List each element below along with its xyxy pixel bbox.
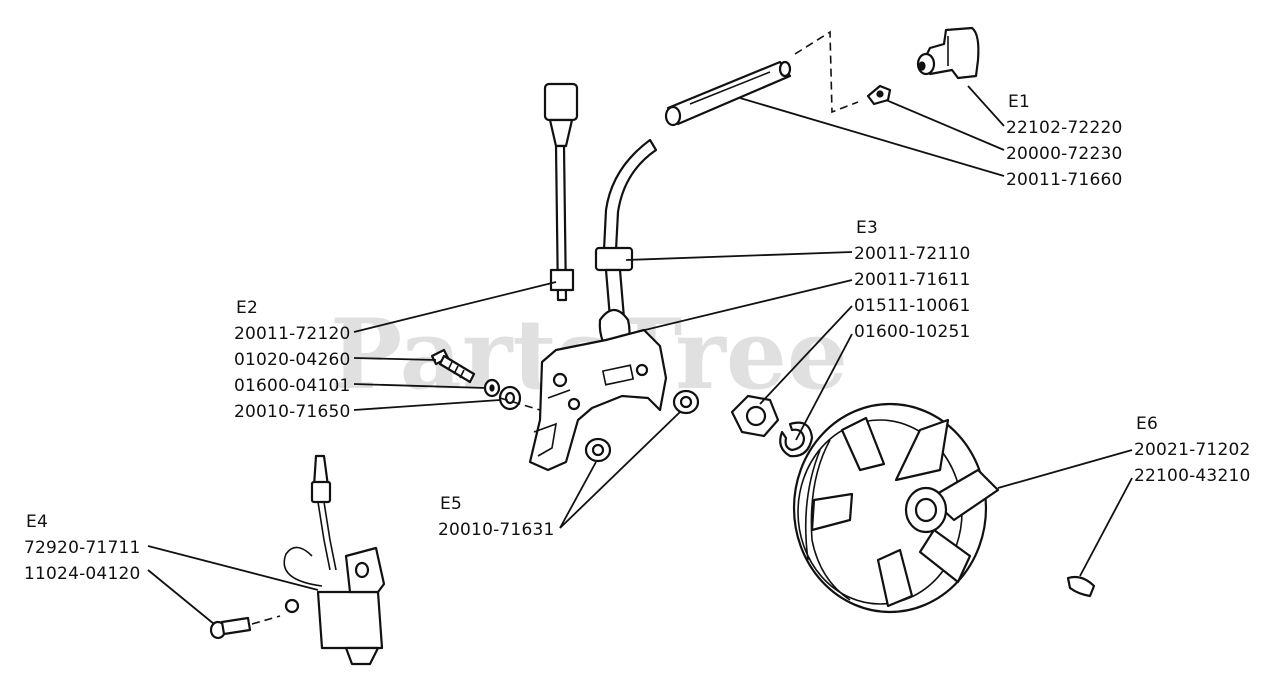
part-number-label: 20011-71611 <box>854 270 971 290</box>
spacer-washer-right <box>672 389 700 415</box>
part-number-label: 20010-71631 <box>438 520 555 540</box>
part-number-label: 01511-10061 <box>854 296 971 316</box>
group-label-e5: E5 <box>440 494 462 514</box>
part-number-label: 20000-72230 <box>1006 144 1123 164</box>
part-number-label: 22100-43210 <box>1134 466 1251 486</box>
part-number-label: 11024-04120 <box>24 564 141 584</box>
flat-washer <box>498 385 522 411</box>
part-number-label: 20011-72110 <box>854 244 971 264</box>
group-label-e4: E4 <box>26 512 48 532</box>
lock-washer <box>483 378 501 398</box>
ignition-module-body <box>528 328 668 472</box>
part-number-label: 01600-04101 <box>234 376 351 396</box>
spacer-washer-left <box>584 437 612 463</box>
group-label-e1: E1 <box>1008 92 1030 112</box>
coil-screw <box>209 615 281 640</box>
part-number-label: 22102-72220 <box>1006 118 1123 138</box>
ignition-cable <box>543 82 579 302</box>
part-number-label: 20010-71650 <box>234 402 351 422</box>
part-number-label: 72920-71711 <box>24 538 141 558</box>
group-label-e2: E2 <box>236 298 258 318</box>
part-number-label: 01020-04260 <box>234 350 351 370</box>
flywheel-nut <box>730 394 780 438</box>
leader-lines <box>147 85 1133 625</box>
mounting-screw <box>430 348 476 384</box>
flywheel-lock-washer <box>779 421 814 458</box>
assembly-guide-line <box>794 30 859 114</box>
flywheel <box>792 402 1000 614</box>
ignition-coil <box>283 454 386 666</box>
group-label-e6: E6 <box>1136 414 1158 434</box>
spark-plug-cap <box>916 26 980 80</box>
part-number-label: 20011-71660 <box>1006 170 1123 190</box>
part-number-label: 01600-10251 <box>854 322 971 342</box>
ignition-wire-sleeve <box>664 60 792 127</box>
fuel-tube <box>594 138 658 360</box>
woodruff-key <box>1066 575 1096 598</box>
terminal-clip <box>866 84 892 106</box>
part-number-label: 20021-71202 <box>1134 440 1251 460</box>
group-label-e3: E3 <box>856 218 878 238</box>
part-number-label: 20011-72120 <box>234 324 351 344</box>
